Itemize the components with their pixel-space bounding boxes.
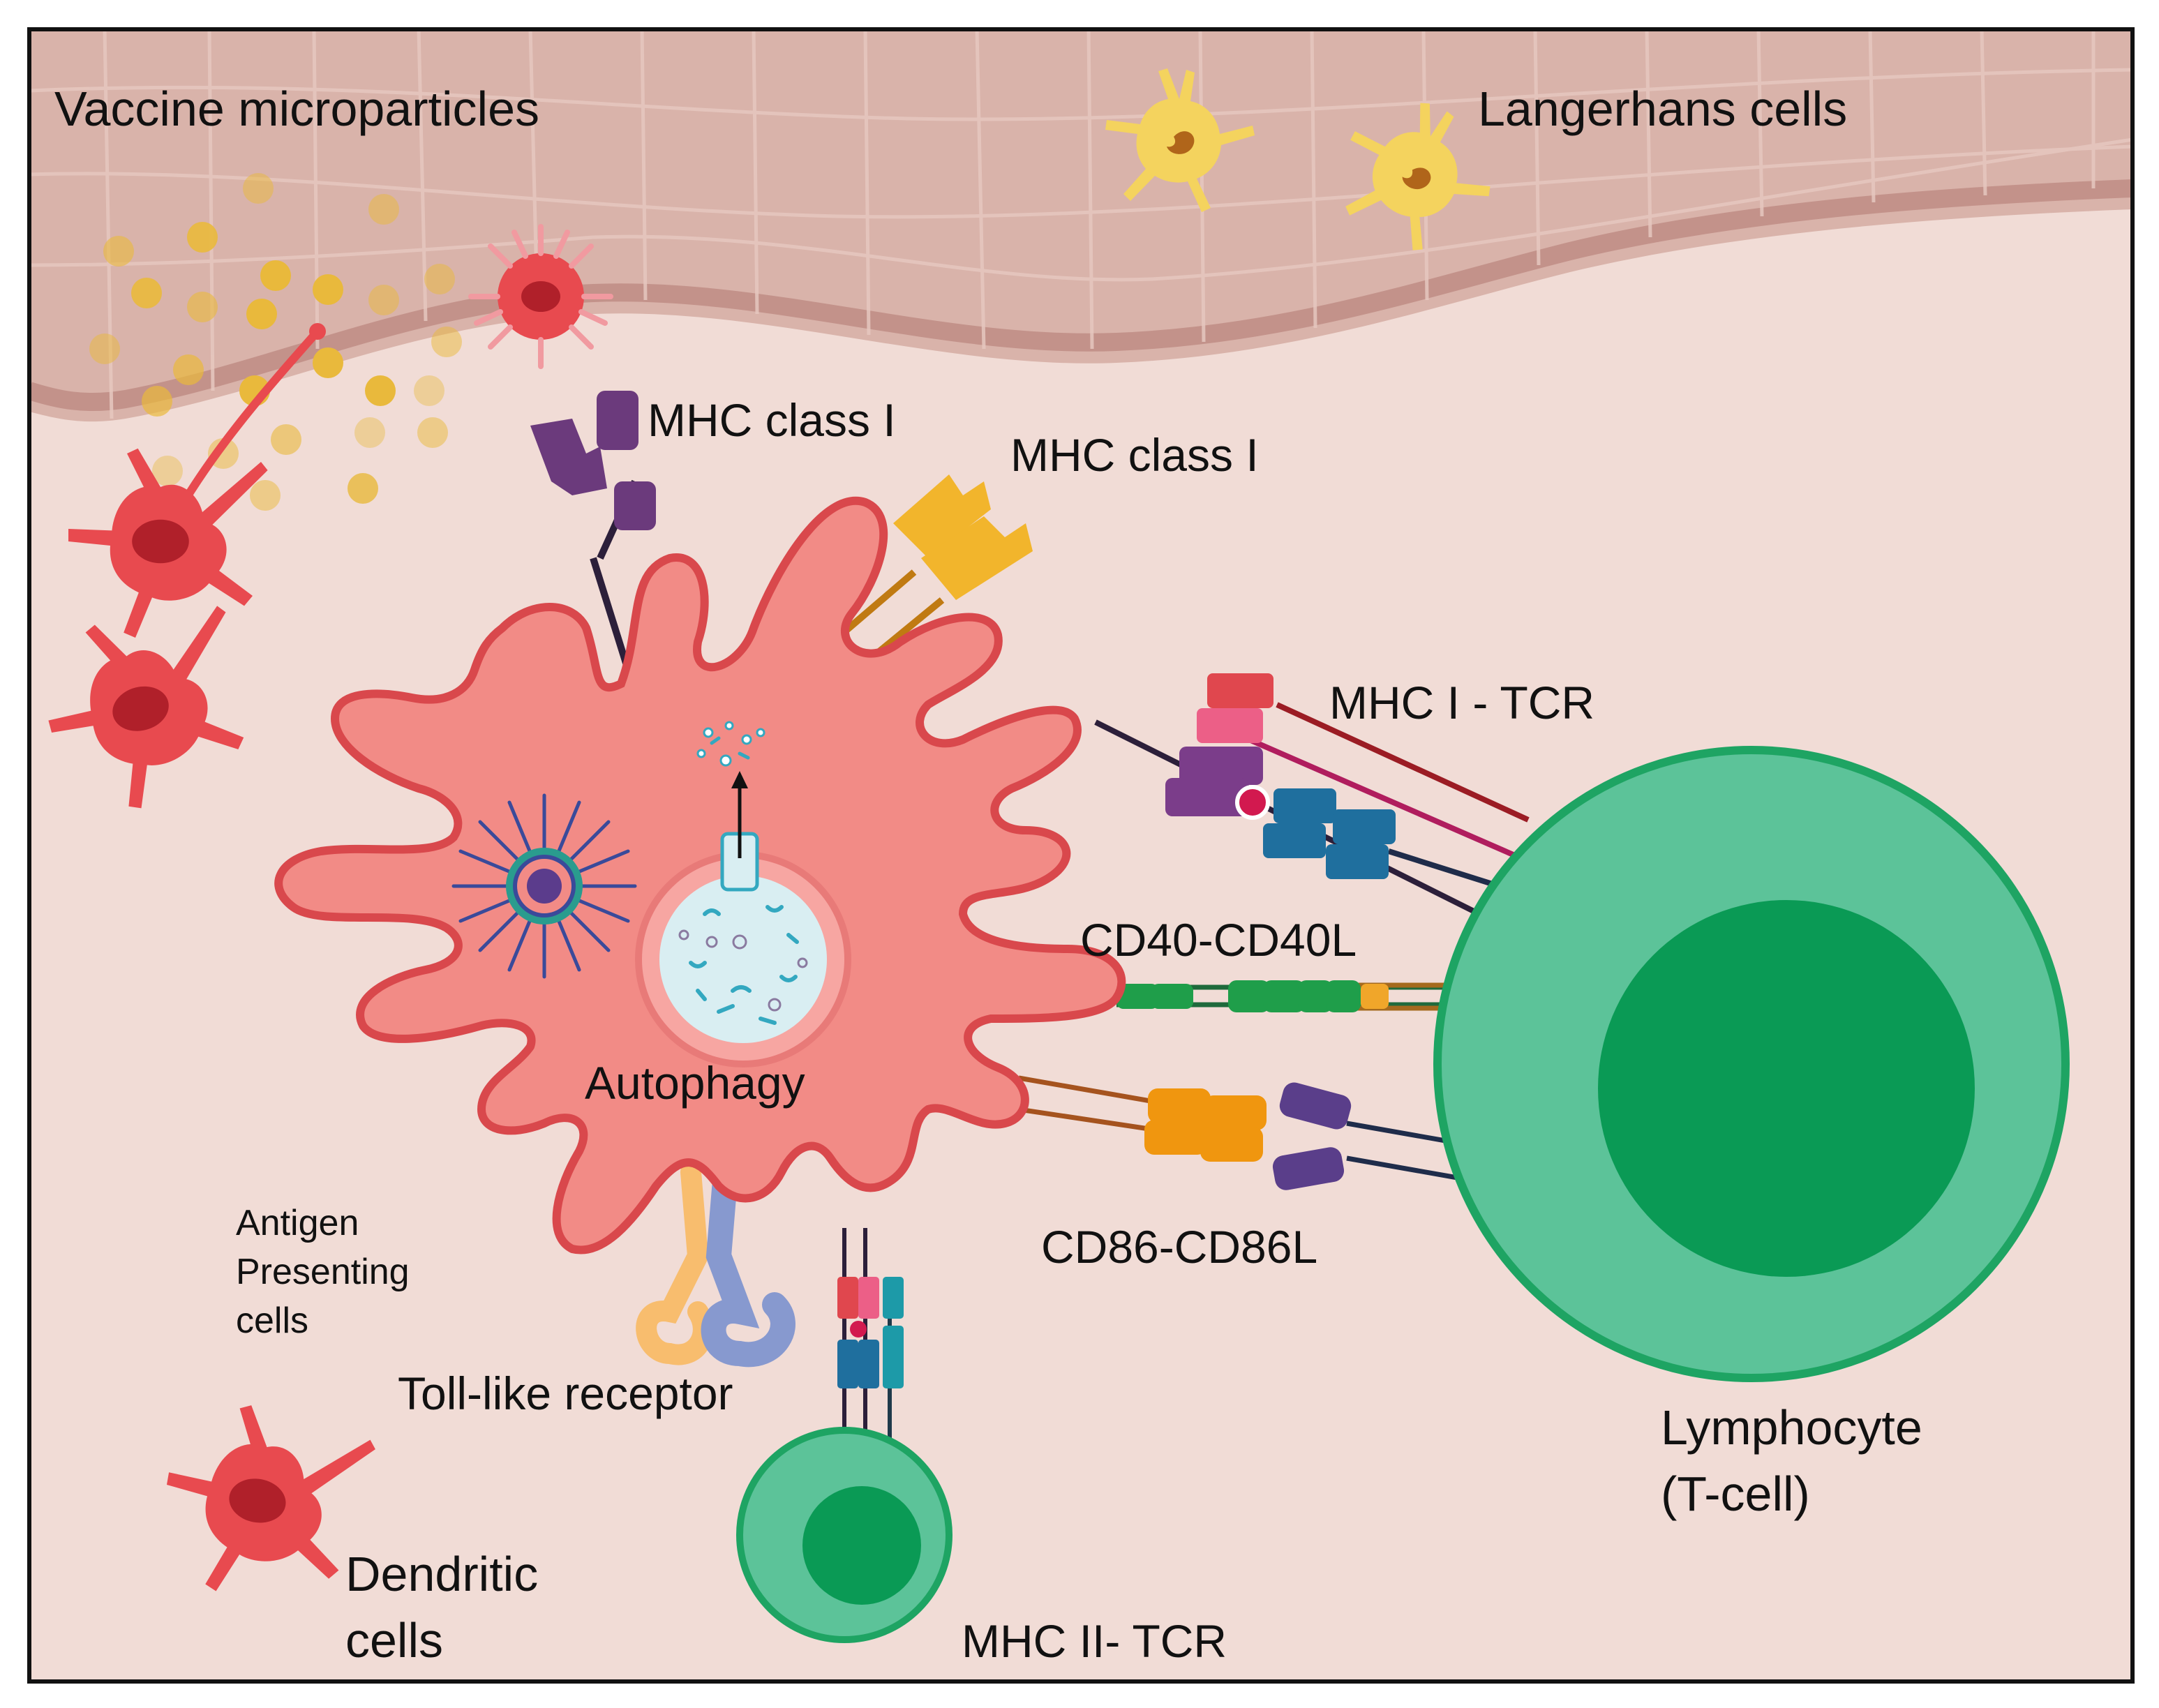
label-langerhans-cells: Langerhans cells <box>1478 82 1847 136</box>
microparticle-icon <box>368 194 399 225</box>
epidermis-layer <box>29 29 2132 422</box>
label-toll-like-receptor: Toll-like receptor <box>398 1368 733 1419</box>
mhc-class-i-purple-receptor-icon <box>530 391 656 671</box>
microparticle-icon <box>365 375 396 406</box>
microparticle-icon <box>187 222 218 253</box>
microparticle-icon <box>173 354 204 385</box>
microparticle-icon <box>414 375 444 406</box>
microparticle-icon <box>313 274 343 305</box>
microparticle-icon <box>417 417 448 448</box>
label-mhc-class-i-orange: MHC class I <box>1010 429 1259 481</box>
microparticle-icon <box>354 417 385 448</box>
small-lymphocyte-icon <box>736 1427 952 1643</box>
microparticle-icon <box>424 264 455 294</box>
label-cd40-cd40l: CD40-CD40L <box>1080 914 1357 966</box>
label-mhc-ii-tcr: MHC II- TCR <box>962 1615 1227 1667</box>
label-mhc-i-tcr: MHC I - TCR <box>1329 677 1594 728</box>
label-mhc-class-i-purple: MHC class I <box>648 394 896 446</box>
virus-icon <box>451 793 637 979</box>
vaccine-microparticles-group <box>89 173 462 511</box>
lymphocyte-icon <box>1433 746 2070 1382</box>
microparticle-icon <box>243 173 274 204</box>
label-dendritic-cells: Dendritic cells <box>345 1547 552 1668</box>
microparticle-icon <box>313 347 343 378</box>
epidermis-basement-line <box>29 179 2132 412</box>
label-autophagy: Autophagy <box>585 1057 805 1109</box>
label-cd86-cd86l: CD86-CD86L <box>1041 1221 1317 1273</box>
dendritic-cell-icon <box>468 224 613 369</box>
figure-frame <box>27 27 2135 1684</box>
microparticle-icon <box>246 299 277 329</box>
microparticle-icon <box>152 456 183 486</box>
microparticle-icon <box>431 327 462 357</box>
label-lymphocyte: Lymphocyte (T-cell) <box>1661 1400 1936 1521</box>
microparticle-icon <box>142 386 172 417</box>
microparticle-icon <box>271 424 301 455</box>
mhc-ii-tcr-complex-icon <box>837 1228 904 1458</box>
microparticle-icon <box>103 236 134 267</box>
label-vaccine-microparticles: Vaccine microparticles <box>54 82 539 136</box>
microparticle-icon <box>368 285 399 315</box>
microparticle-icon <box>250 480 281 511</box>
microparticle-icon <box>348 473 378 504</box>
microparticle-icon <box>89 334 120 364</box>
cd86-cd86l-complex-icon <box>1018 1075 1466 1190</box>
microparticle-icon <box>187 292 218 322</box>
toll-like-receptor-icon <box>636 1160 795 1368</box>
mhc-i-tcr-complex-icon <box>1094 673 1530 924</box>
microparticle-icon <box>260 260 291 291</box>
label-antigen-presenting-cells: Antigen Presenting cells <box>236 1203 419 1341</box>
autophagosome-icon <box>635 721 851 1068</box>
microparticle-icon <box>131 278 162 308</box>
